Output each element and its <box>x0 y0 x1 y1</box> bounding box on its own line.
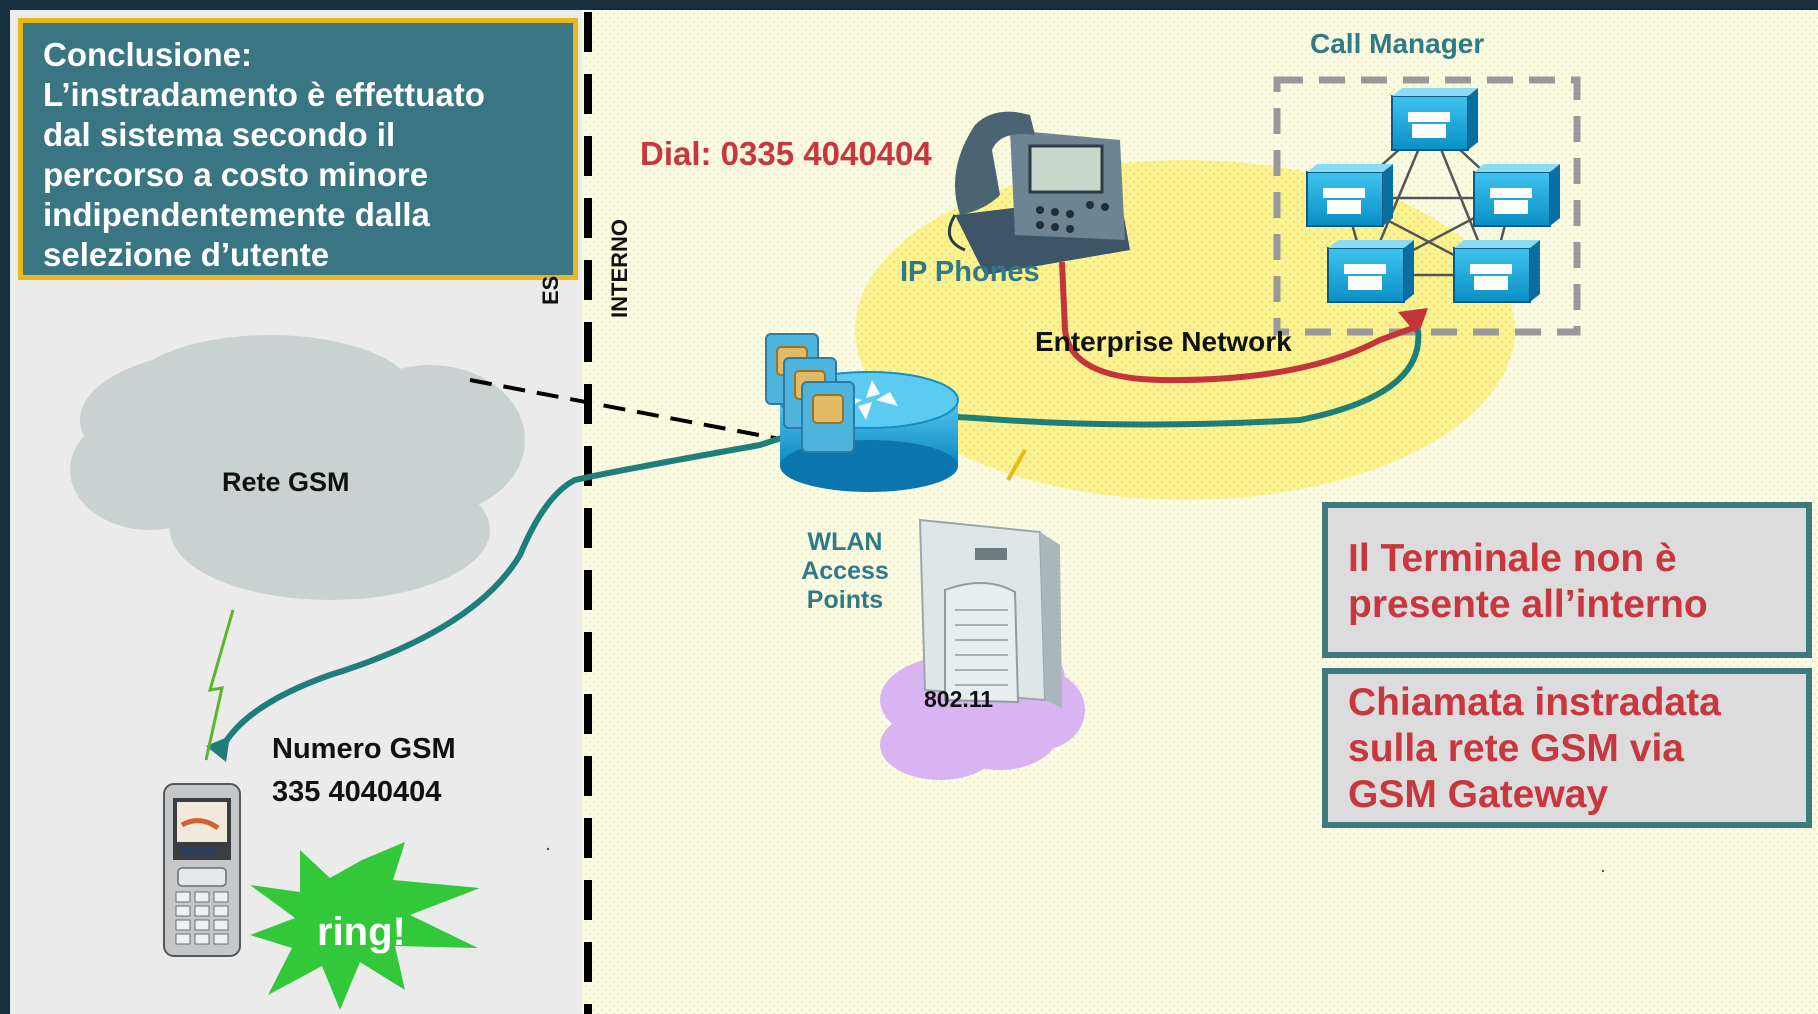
ip-phone-icon <box>947 111 1130 275</box>
rete-gsm-label: Rete GSM <box>222 467 350 497</box>
conclusion-line: L’instradamento è effettuato <box>43 76 485 113</box>
lightning-bolt-icon <box>204 609 235 761</box>
routed-status-line: GSM Gateway <box>1348 773 1609 816</box>
external-zone-label: ES <box>538 275 563 305</box>
phone-brand-label: NOKIA <box>180 846 216 858</box>
conclusion-line: percorso a costo minore <box>43 156 429 193</box>
terminal-status-box: Il Terminale non è presente all’interno <box>1322 502 1812 658</box>
teal-route <box>219 329 1422 750</box>
wlan-label: WLAN Access Points <box>780 528 910 615</box>
ip-phones-label: IP Phones <box>900 256 1040 288</box>
call-manager-server-icon <box>1306 164 1393 227</box>
internal-zone-label: INTERNO <box>607 219 632 318</box>
teal-route-arrowhead <box>206 736 230 762</box>
enterprise-network-label: Enterprise Network <box>1035 326 1292 357</box>
wlan-label-line: WLAN <box>807 528 883 556</box>
wlan-label-line: Access <box>801 557 889 585</box>
conclusion-line: indipendentemente dalla <box>43 196 430 233</box>
routed-status-line: Chiamata instradata <box>1348 681 1721 724</box>
ring-label: ring! <box>317 910 406 954</box>
conclusion-box: Conclusione: L’instradamento è effettuat… <box>18 18 578 280</box>
routed-status-line: sulla rete GSM via <box>1348 727 1684 770</box>
conclusion-line: selezione d’utente <box>43 236 330 273</box>
gsm-dashed-link <box>469 378 786 442</box>
numero-gsm-line: Numero GSM <box>272 733 456 765</box>
call-manager-server-icon <box>1453 240 1540 303</box>
call-manager-label: Call Manager <box>1310 28 1485 59</box>
routed-status-box: Chiamata instradata sulla rete GSM via G… <box>1322 668 1812 828</box>
wireless-access-point-icon <box>918 518 1062 708</box>
terminal-status-line: Il Terminale non è <box>1348 537 1677 580</box>
call-manager-server-icon <box>1473 164 1560 227</box>
numero-gsm-line: 335 4040404 <box>272 776 442 808</box>
conclusion-line: dal sistema secondo il <box>43 116 396 153</box>
dial-label: Dial: 0335 4040404 <box>640 135 932 172</box>
call-manager-server-icon <box>1327 240 1414 303</box>
wifi-standard-label: 802.11 <box>924 686 994 712</box>
terminal-status-line: presente all’interno <box>1348 583 1708 626</box>
ap-link <box>1006 449 1027 481</box>
red-route-arrowhead <box>1398 308 1428 336</box>
call-manager-server-icon <box>1391 88 1478 151</box>
ring-burst <box>250 842 480 1010</box>
numero-gsm-label: Numero GSM 335 4040404 <box>272 728 456 814</box>
conclusion-line: Conclusione: <box>43 36 253 73</box>
mobile-phone-icon <box>163 783 241 957</box>
sim-card-icon <box>801 381 855 453</box>
rete-gsm-cloud <box>70 335 525 600</box>
wlan-label-line: Points <box>806 586 884 614</box>
red-route <box>1059 261 1415 384</box>
call-manager-cluster-box <box>1273 76 1581 336</box>
